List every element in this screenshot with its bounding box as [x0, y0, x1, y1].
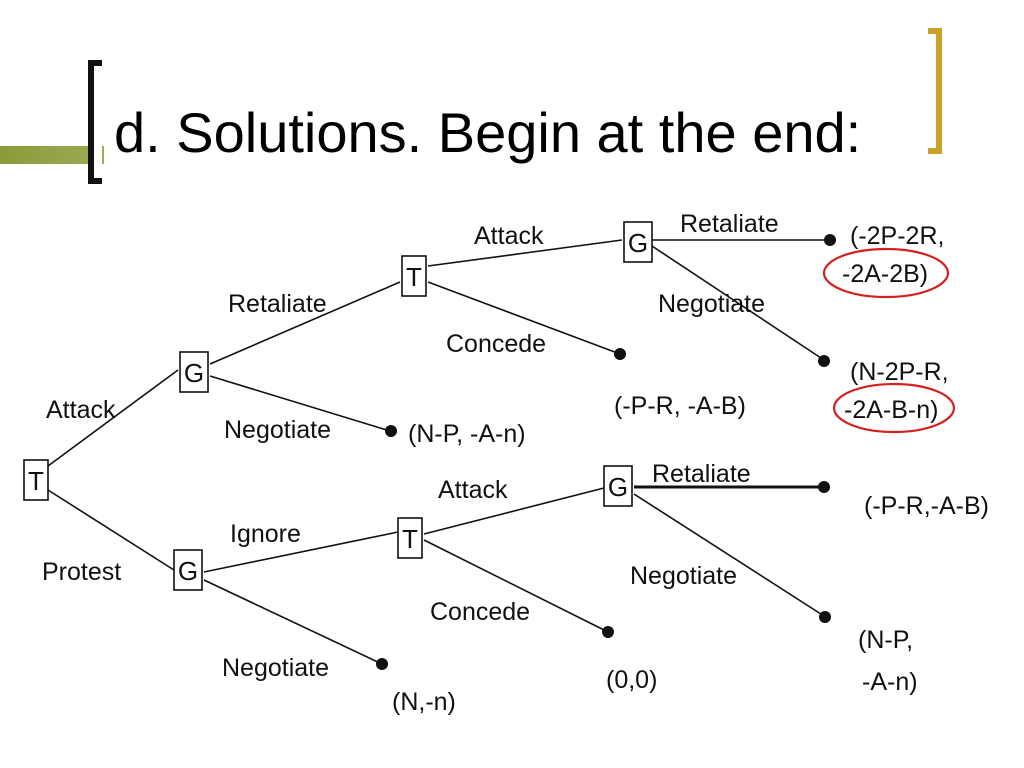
highlight-ellipses	[822, 247, 956, 434]
node-t-lower-label: T	[402, 524, 418, 554]
edge-g-upper-negotiate	[209, 375, 391, 432]
payoff-labels: (-2P-2R, -2A-2B) (N-2P-R, -2A-B-n) (-P-R…	[392, 222, 989, 716]
terminal-dot-bottom-negotiate	[819, 611, 831, 623]
node-g-upper-label: G	[184, 358, 204, 388]
slide-title: d. Solutions. Begin at the end:	[114, 101, 862, 164]
label-g-upper-retaliate: Retaliate	[228, 290, 327, 318]
edge-g-upper-retaliate	[209, 281, 401, 365]
payoff-top-negotiate-line1: (N-2P-R,	[850, 358, 949, 386]
node-t-upper-label: T	[406, 262, 422, 292]
edge-labels: Attack Protest Retaliate Negotiate Attac…	[42, 210, 779, 682]
node-root-label: T	[28, 466, 44, 496]
highlight-ellipse-top-retaliate	[822, 247, 950, 299]
payoff-upper-negotiate: (N-P, -A-n)	[408, 420, 526, 448]
node-t-upper: T	[401, 255, 427, 297]
terminal-dot-top-negotiate	[818, 355, 830, 367]
edge-g-bottom-negotiate	[633, 493, 825, 617]
terminal-dot-upper-negotiate	[385, 425, 397, 437]
label-g-top-negotiate: Negotiate	[658, 290, 765, 318]
terminal-dots	[376, 234, 836, 670]
terminal-dot-lower-negotiate	[376, 658, 388, 670]
payoff-top-retaliate-line1: (-2P-2R,	[850, 222, 944, 250]
payoff-bottom-negotiate-line2: -A-n)	[862, 668, 918, 696]
payoff-bottom-negotiate-line1: (N-P,	[858, 626, 913, 654]
label-t-upper-attack: Attack	[474, 222, 544, 250]
edge-g-lower-ignore	[203, 531, 399, 573]
label-g-top-retaliate: Retaliate	[680, 210, 779, 238]
payoff-top-retaliate-line2: -2A-2B)	[842, 260, 928, 288]
node-t-lower: T	[397, 517, 423, 559]
payoff-top-negotiate-line2: -2A-B-n)	[844, 396, 938, 424]
node-g-top-label: G	[628, 228, 648, 258]
label-g-upper-negotiate: Negotiate	[224, 416, 331, 444]
label-g-lower-negotiate: Negotiate	[222, 654, 329, 682]
edge-t-upper-concede	[427, 281, 621, 355]
highlight-ellipse-top-negotiate	[832, 382, 956, 434]
terminal-dot-bottom-retaliate	[818, 481, 830, 493]
edge-t-lower-attack	[423, 487, 605, 535]
label-t-lower-concede: Concede	[430, 598, 530, 626]
payoff-upper-concede: (-P-R, -A-B)	[614, 392, 746, 420]
edge-t-upper-attack	[427, 239, 623, 267]
left-bracket-decoration	[88, 60, 102, 184]
label-g-bottom-negotiate: Negotiate	[630, 562, 737, 590]
label-root-protest: Protest	[42, 558, 121, 586]
edge-g-top-negotiate	[651, 245, 825, 361]
node-root: T	[23, 459, 49, 501]
tree-edges	[47, 239, 828, 665]
edge-t-lower-concede	[423, 539, 609, 633]
tree-nodes: T G T G G T G	[23, 221, 653, 591]
node-g-top: G	[623, 221, 653, 263]
label-g-lower-ignore: Ignore	[230, 520, 301, 548]
right-bracket-decoration	[928, 28, 942, 154]
label-g-bottom-retaliate: Retaliate	[652, 460, 751, 488]
terminal-dot-top-retaliate	[824, 234, 836, 246]
label-root-attack: Attack	[46, 396, 116, 424]
payoff-lower-negotiate: (N,-n)	[392, 688, 456, 716]
node-g-bottom-label: G	[608, 472, 628, 502]
edge-g-lower-negotiate	[203, 579, 383, 665]
node-g-lower-label: G	[178, 556, 198, 586]
node-g-upper: G	[179, 351, 209, 393]
payoff-bottom-retaliate: (-P-R,-A-B)	[864, 492, 989, 520]
label-t-upper-concede: Concede	[446, 330, 546, 358]
payoff-lower-concede: (0,0)	[606, 666, 657, 694]
edge-root-attack	[47, 369, 179, 467]
edge-root-protest	[47, 489, 175, 571]
terminal-dot-upper-concede	[614, 348, 626, 360]
node-g-lower: G	[173, 549, 203, 591]
node-g-bottom: G	[603, 465, 633, 507]
title-background	[104, 96, 904, 176]
label-t-lower-attack: Attack	[438, 476, 508, 504]
terminal-dot-lower-concede	[602, 626, 614, 638]
